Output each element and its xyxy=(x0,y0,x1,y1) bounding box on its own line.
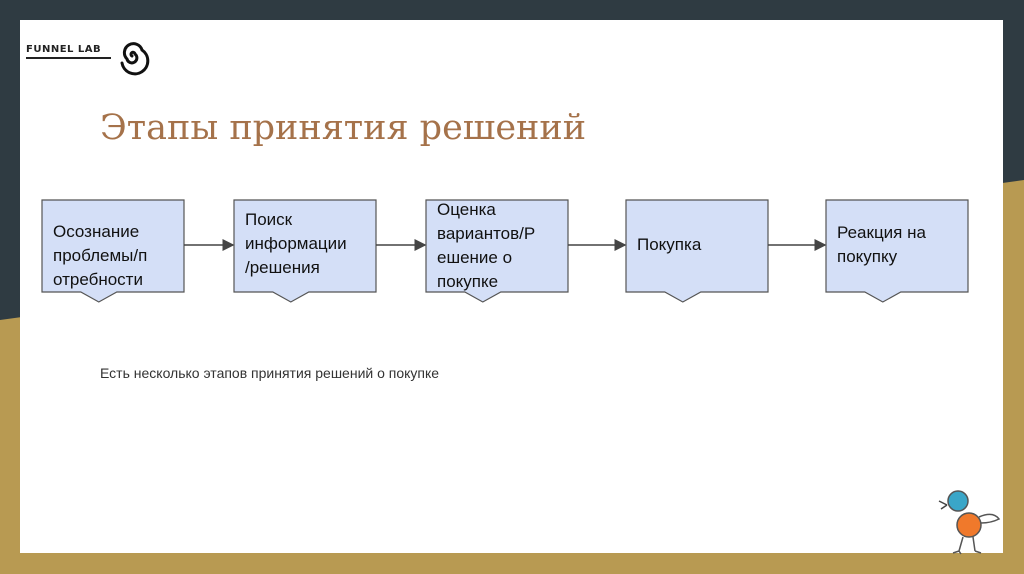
step-label-line: Осознание xyxy=(53,222,140,241)
step-label-4: Покупка xyxy=(637,233,701,257)
step-label-line: /решения xyxy=(245,258,320,277)
step-box-3 xyxy=(425,199,569,303)
step-label-line: вариантов/Р xyxy=(437,224,536,243)
step-label-2: Поиск информации/решения xyxy=(245,208,347,280)
step-label-5: Реакция на покупку xyxy=(837,221,926,269)
step-label-line: покупке xyxy=(437,272,499,291)
step-label-line: Покупка xyxy=(637,235,702,254)
caption-text: Есть несколько этапов принятия решений о… xyxy=(100,365,440,381)
step-label-line: покупку xyxy=(837,247,898,266)
step-label-line: отребности xyxy=(53,270,143,289)
step-box-5 xyxy=(825,199,969,303)
step-label-line: Оценка xyxy=(437,200,496,219)
step-label-line: ешение о xyxy=(437,248,513,267)
logo-text: FUNNEL LAB xyxy=(26,44,102,55)
page-title: Этапы принятия решений xyxy=(100,108,587,148)
step-label-3: Оценка вариантов/Р ешение о покупке xyxy=(437,198,535,294)
funnel-lab-logo: FUNNEL LAB xyxy=(26,36,156,76)
step-label-line: проблемы/п xyxy=(53,246,148,265)
process-diagram xyxy=(41,199,969,303)
step-box-1 xyxy=(41,199,185,303)
bird-mascot-icon xyxy=(938,490,1001,555)
slide: FUNNEL LAB Этапы принятия решений Осозна… xyxy=(20,20,1003,555)
step-box-2 xyxy=(233,199,377,303)
step-box-4 xyxy=(625,199,769,303)
spiral-logo-icon xyxy=(120,42,150,76)
step-label-line: информации xyxy=(245,234,347,253)
step-label-1: Осознание проблемы/п отребности xyxy=(53,220,147,292)
logo-underline xyxy=(26,57,111,59)
step-label-line: Реакция на xyxy=(837,223,926,242)
step-label-line: Поиск xyxy=(245,210,293,229)
